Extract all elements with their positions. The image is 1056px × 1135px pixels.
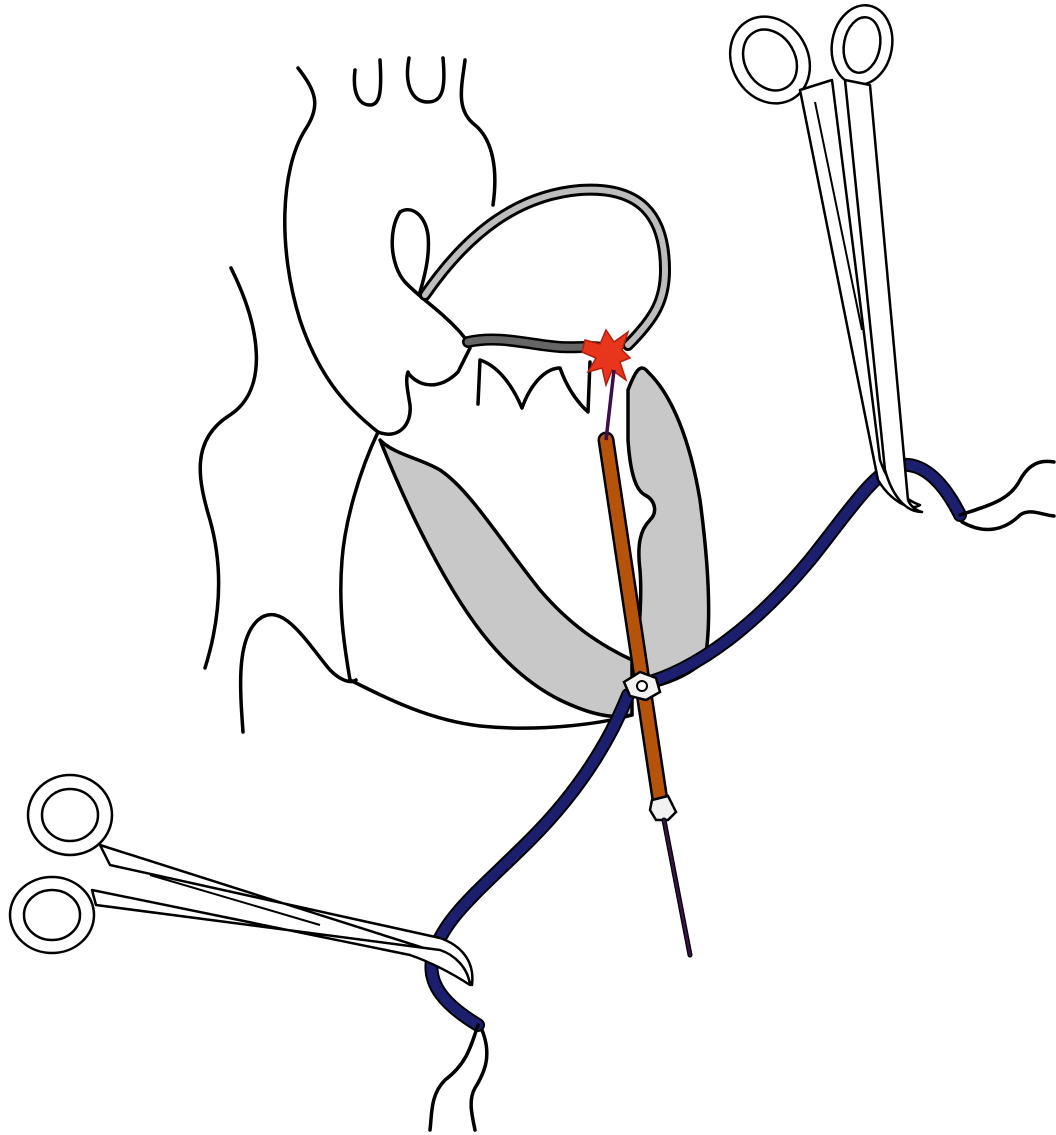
hemostat-clamp-icon-bottom bbox=[10, 775, 472, 985]
guide-catheter-arc bbox=[425, 190, 665, 345]
hemostat-clamp-icon bbox=[715, 0, 922, 512]
delivery-sheath-icon bbox=[650, 796, 676, 820]
hemostat-clamp-top bbox=[715, 0, 922, 512]
ventricle-myocardium bbox=[380, 368, 709, 716]
sheath-hub bbox=[650, 796, 690, 955]
pericardium-outline bbox=[200, 268, 356, 732]
hemostat-clamp-bottom bbox=[10, 775, 472, 985]
purse-string-suture bbox=[430, 461, 1054, 1130]
valve-leaflets bbox=[478, 360, 590, 412]
occluder-device bbox=[468, 330, 630, 385]
